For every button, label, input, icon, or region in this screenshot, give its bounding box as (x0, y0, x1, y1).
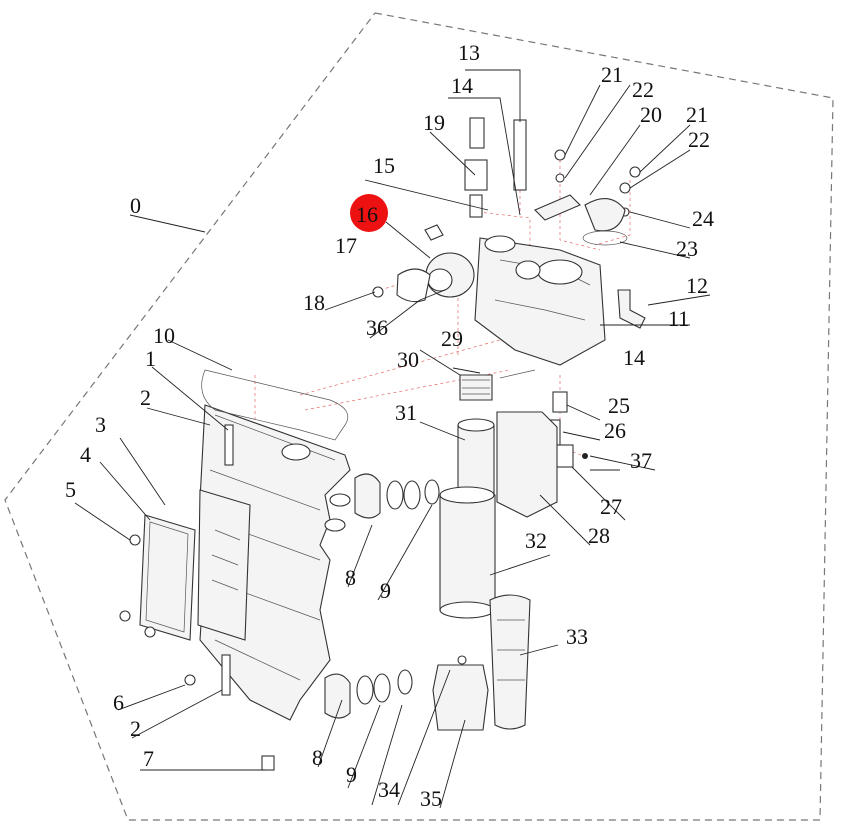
callout-1: 1 (145, 346, 156, 371)
callout-35: 35 (420, 786, 442, 811)
callout-30: 30 (397, 347, 419, 372)
callout-21b: 21 (686, 102, 708, 127)
callout-24: 24 (692, 206, 714, 231)
callout-14b: 14 (623, 345, 645, 370)
callout-9b: 9 (346, 762, 357, 787)
part-16-pump-head (372, 252, 475, 303)
electric-fuel-pump (439, 418, 496, 619)
callout-14a: 14 (451, 73, 473, 98)
callout-34: 34 (378, 777, 400, 802)
callout-0: 0 (130, 193, 141, 218)
callout-5: 5 (65, 477, 76, 502)
highlight-circle (350, 194, 388, 232)
leader-lines (74, 69, 711, 809)
callout-7: 7 (143, 746, 154, 771)
highlight-marker[interactable]: 16 (350, 194, 388, 232)
callout-16: 16 (356, 202, 378, 227)
top-gasket (201, 369, 349, 441)
callout-36: 36 (366, 315, 388, 340)
callout-11: 11 (668, 306, 689, 331)
callout-22a: 22 (632, 77, 654, 102)
fuel-pressure-regulator-body (474, 235, 606, 366)
pump-filter-and-bracket (432, 594, 531, 731)
callout-18: 18 (303, 290, 325, 315)
callout-3: 3 (95, 412, 106, 437)
callout-26: 26 (604, 418, 626, 443)
callout-28: 28 (588, 523, 610, 548)
callout-12: 12 (686, 273, 708, 298)
vapor-separator-housing (199, 404, 351, 721)
callout-8b: 8 (312, 745, 323, 770)
elbow-fitting (617, 289, 646, 329)
callout-29: 29 (441, 326, 463, 351)
callout-10: 10 (153, 323, 175, 348)
callout-15: 15 (373, 153, 395, 178)
callout-37: 37 (630, 448, 652, 473)
callout-8a: 8 (345, 565, 356, 590)
callout-27: 27 (600, 494, 622, 519)
assembly-boundary (4, 12, 834, 821)
mid-small-parts (459, 369, 588, 518)
callout-labels: 0 1 2 3 4 5 6 2 7 8 9 8 9 34 35 10 11 12… (65, 40, 714, 811)
callout-23: 23 (676, 236, 698, 261)
callout-22b: 22 (688, 127, 710, 152)
callout-4: 4 (80, 442, 91, 467)
side-cover-plates (139, 489, 251, 641)
upper-small-parts (424, 117, 641, 246)
callout-19: 19 (423, 110, 445, 135)
callout-2b: 2 (130, 716, 141, 741)
callout-13: 13 (458, 40, 480, 65)
callout-33: 33 (566, 624, 588, 649)
hose-fittings (324, 473, 440, 719)
callout-20: 20 (640, 102, 662, 127)
screws (119, 424, 275, 771)
callout-9a: 9 (380, 578, 391, 603)
callout-32: 32 (525, 528, 547, 553)
callout-21a: 21 (601, 62, 623, 87)
callout-17: 17 (335, 233, 357, 258)
callout-25: 25 (608, 393, 630, 418)
callout-2a: 2 (140, 385, 151, 410)
leader-16 (385, 221, 431, 259)
callout-31: 31 (395, 400, 417, 425)
callout-6: 6 (113, 690, 124, 715)
